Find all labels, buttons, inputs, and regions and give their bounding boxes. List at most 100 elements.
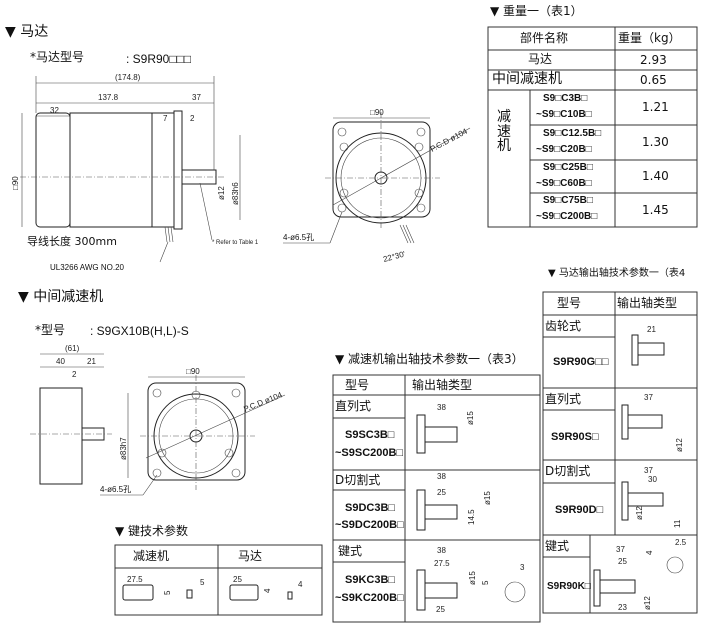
dimension-label: 40	[56, 357, 65, 366]
table-grids	[114, 26, 698, 623]
dimension-label: 37	[644, 393, 653, 402]
key-header-gear: 减速机	[133, 549, 170, 563]
table1-model-from: S9□C3B□	[543, 93, 588, 104]
dimension-label: 2.5	[675, 538, 687, 547]
dimension-label: 27.5	[127, 575, 143, 584]
drawing-stroke	[627, 414, 663, 429]
dimension-label: □90	[11, 176, 20, 190]
drawing-stroke	[332, 121, 431, 218]
key-drawings: 27.5 5 5 25 4 4	[122, 575, 303, 601]
drawing-stroke	[159, 241, 169, 263]
drawing-stroke	[157, 448, 167, 458]
table4-type: 键式	[545, 539, 570, 553]
drawing-stroke	[151, 112, 175, 228]
table3-model-from: S9SC3B□	[345, 429, 395, 441]
table1-model-to: ~S9□C60B□	[536, 178, 592, 189]
dimension-label: 5	[163, 590, 172, 595]
dimension-label: 7	[163, 114, 168, 123]
drawing-stroke	[424, 504, 458, 520]
gearhead-model-value: : S9GX10B(H,L)-S	[90, 324, 189, 338]
dimension-label: 30	[648, 475, 657, 484]
dimension-label: 11	[673, 519, 682, 528]
table3-model-from: S9KC3B□	[345, 574, 396, 586]
drawing-stroke	[424, 426, 458, 443]
dimension-label: 14.5	[467, 509, 476, 525]
table3-header-shaft: 输出轴类型	[412, 378, 473, 392]
dimension-label: P.C.D ø104	[429, 126, 470, 153]
drawing-stroke	[599, 579, 636, 594]
drawing-stroke	[287, 591, 293, 600]
motor-heading: ▼ 马达	[5, 24, 49, 40]
key-table-title: ▼ 键技术参数	[115, 524, 189, 538]
table3-model-to: ~S9SC200B□	[335, 447, 404, 459]
table4-title: ▼ 马达输出轴技术参数一（表4	[548, 268, 686, 279]
drawing-stroke	[542, 291, 698, 614]
dimension-label: 4	[645, 550, 654, 555]
drawing-stroke	[416, 569, 426, 611]
drawing-stroke	[152, 468, 162, 478]
dimension-label: 4	[263, 588, 272, 593]
table4-type: 齿轮式	[545, 319, 582, 333]
dimension-label: 2	[190, 114, 195, 123]
table1-row-name: 中间减速机	[492, 71, 562, 87]
table1-weight: 1.45	[642, 203, 669, 217]
dimension-label: □90	[370, 108, 384, 117]
drawing-stroke	[224, 448, 234, 458]
dimension-label: ø83h6	[231, 182, 240, 205]
table1-weight: 1.30	[642, 135, 669, 149]
drawing-stroke	[173, 110, 183, 230]
table1-weight: 1.40	[642, 169, 669, 183]
dimension-label: ø12	[675, 438, 684, 452]
dimension-label: 21	[647, 325, 656, 334]
drawing-stroke	[593, 569, 601, 607]
dimension-label: 137.8	[98, 93, 119, 102]
table4-header-shaft: 输出轴类型	[617, 296, 678, 310]
table1-row-weight: 0.65	[640, 73, 667, 87]
motor-model-value: : S9R90□□□	[126, 52, 192, 66]
key-header-motor: 马达	[238, 549, 263, 563]
dimension-label: 37	[644, 466, 653, 475]
drawing-stroke	[399, 224, 415, 244]
dimension-label: 5	[481, 580, 490, 585]
table4-header-model: 型号	[557, 296, 582, 310]
table4-model: S9R90D□	[555, 504, 604, 516]
dimension-label: 38	[437, 546, 446, 555]
dimension-label: 5	[200, 578, 205, 587]
table1-model-to: ~S9□C20B□	[536, 144, 592, 155]
drawing-stroke	[666, 556, 684, 574]
dimension-label: ø12	[217, 186, 226, 200]
table1-weight: 1.21	[642, 100, 669, 114]
table1-row-name: 马达	[528, 52, 553, 66]
drawing-stroke	[332, 374, 541, 623]
table1-model-to: ~S9□C10B□	[536, 109, 592, 120]
drawing-stroke	[39, 387, 83, 485]
drawing-stroke	[416, 414, 426, 454]
drawing-stroke	[231, 468, 241, 478]
drawing-stroke	[35, 112, 71, 228]
dimension-label: 25	[233, 575, 242, 584]
table4-model: S9R90G□□	[553, 356, 609, 368]
gearhead-heading: ▼ 中间减速机	[18, 289, 104, 305]
dimension-label: P.C.D ø104	[242, 390, 284, 414]
table4-model: S9R90K□	[547, 581, 591, 592]
table3-model-to: ~S9DC200B□	[335, 519, 404, 531]
table4-type: 直列式	[545, 392, 582, 406]
dimension-label: (174.8)	[115, 73, 141, 82]
drawing-stroke	[621, 404, 629, 440]
dimension-label: 27.5	[434, 559, 450, 568]
dimension-label: 38	[437, 472, 446, 481]
dimension-label: 38	[437, 403, 446, 412]
table3-type: D切割式	[335, 473, 381, 487]
dimension-label: 22°30'	[382, 249, 407, 264]
dimension-label: ø15	[468, 571, 477, 585]
lead-length: 导线长度 300mm	[27, 235, 117, 248]
dimension-label: ø15	[466, 411, 475, 425]
table4-model: S9R90S□	[551, 431, 599, 443]
dimension-label: 25	[436, 605, 445, 614]
gearhead-model-label: *型号	[35, 323, 66, 337]
drawing-stroke	[487, 26, 698, 228]
drawing-stroke	[69, 112, 153, 228]
dimension-label: ø12	[635, 506, 644, 520]
